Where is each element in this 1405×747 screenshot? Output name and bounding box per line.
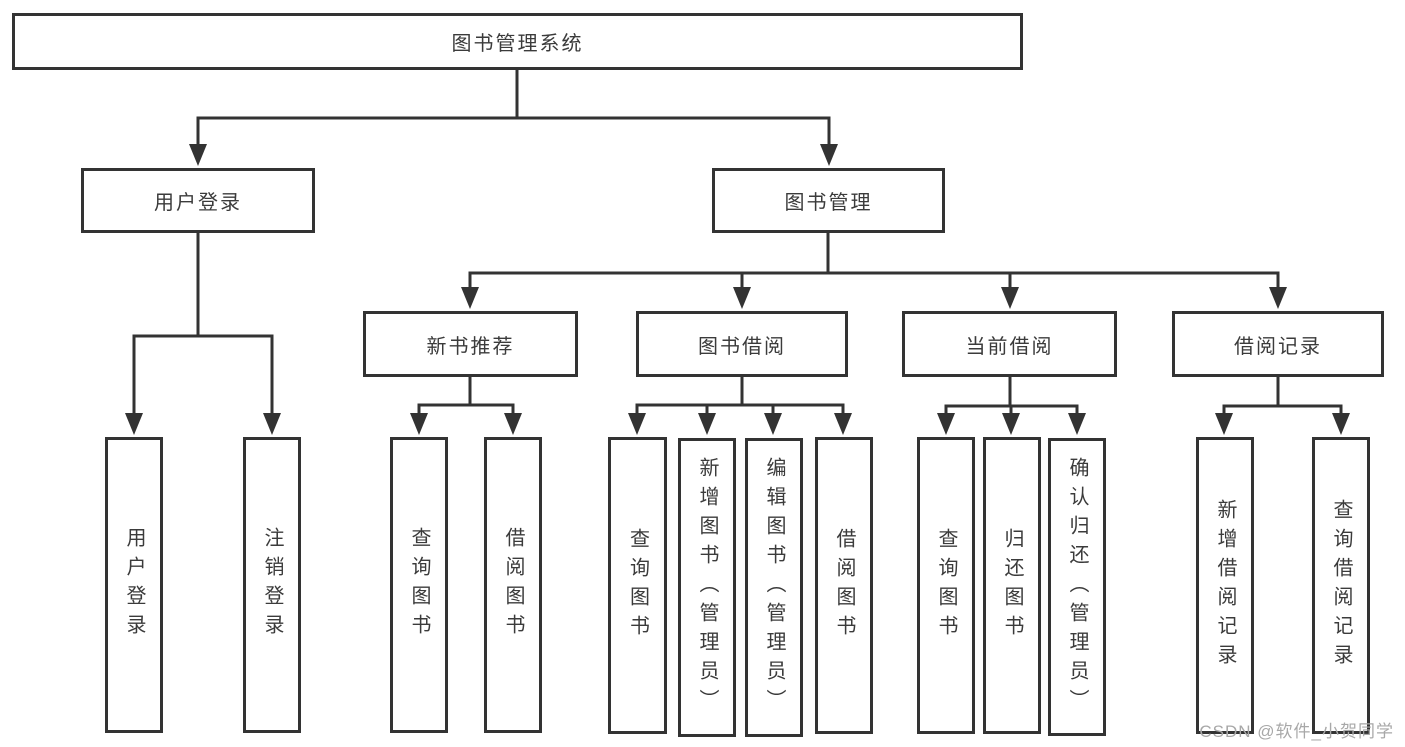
node-current-borrow: 当前借阅 [902,311,1117,377]
node-root: 图书管理系统 [12,13,1023,70]
leaf-return-books: 归还图书 [983,437,1041,734]
leaf-query-books-current: 查询图书 [917,437,975,734]
leaf-query-borrow-record: 查询借阅记录 [1312,437,1370,734]
leaf-query-books-borrow: 查询图书 [608,437,667,734]
arrowheads [125,144,1350,435]
node-borrow-records: 借阅记录 [1172,311,1384,377]
node-user-login: 用户登录 [81,168,315,233]
csdn-watermark: CSDN @软件_小贺同学 [1199,722,1394,741]
leaf-query-books-recommend: 查询图书 [390,437,448,733]
leaf-add-books-admin: 新增图书（管理员） [678,438,736,737]
leaf-logout: 注销登录 [243,437,301,733]
node-book-management: 图书管理 [712,168,945,233]
leaf-user-login: 用户登录 [105,437,163,733]
node-new-book-recommend: 新书推荐 [363,311,578,377]
leaf-confirm-return-admin: 确认归还（管理员） [1048,438,1106,736]
leaf-borrow-books-recommend: 借阅图书 [484,437,542,733]
leaf-borrow-books: 借阅图书 [815,437,873,734]
node-book-borrow: 图书借阅 [636,311,848,377]
leaf-edit-books-admin: 编辑图书（管理员） [745,438,803,737]
leaf-add-borrow-record: 新增借阅记录 [1196,437,1254,734]
